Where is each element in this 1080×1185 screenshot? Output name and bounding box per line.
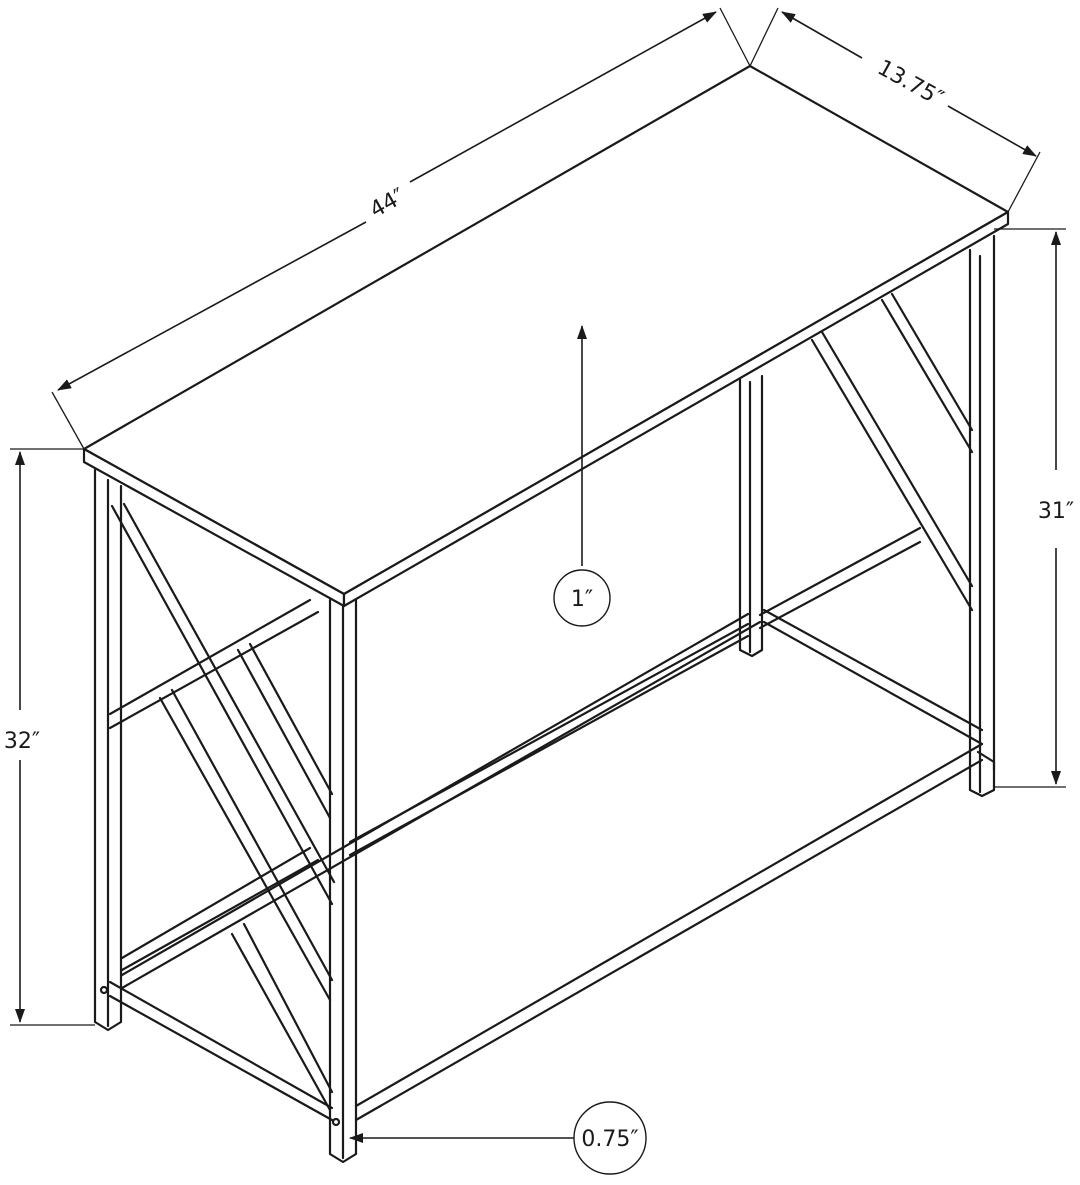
height-label: 32″: [4, 729, 40, 754]
left-side-frame: [93, 468, 336, 1122]
leg-width-label: 0.75″: [581, 1127, 638, 1152]
front-frame: [328, 598, 996, 1164]
top-thickness-label: 1″: [571, 587, 593, 612]
top-thickness-callout: 1″: [553, 325, 611, 627]
leg-height-dimension: 31″: [994, 228, 1074, 788]
leg-width-callout: 0.75″: [349, 1101, 647, 1175]
table-top: [82, 64, 1010, 608]
depth-label: 13.75″: [873, 55, 947, 111]
back-frame: [120, 234, 996, 990]
height-dimension: 32″: [4, 448, 95, 1026]
leg-height-label: 31″: [1038, 499, 1074, 524]
console-table: [82, 64, 1010, 1164]
length-label: 44″: [366, 184, 410, 223]
